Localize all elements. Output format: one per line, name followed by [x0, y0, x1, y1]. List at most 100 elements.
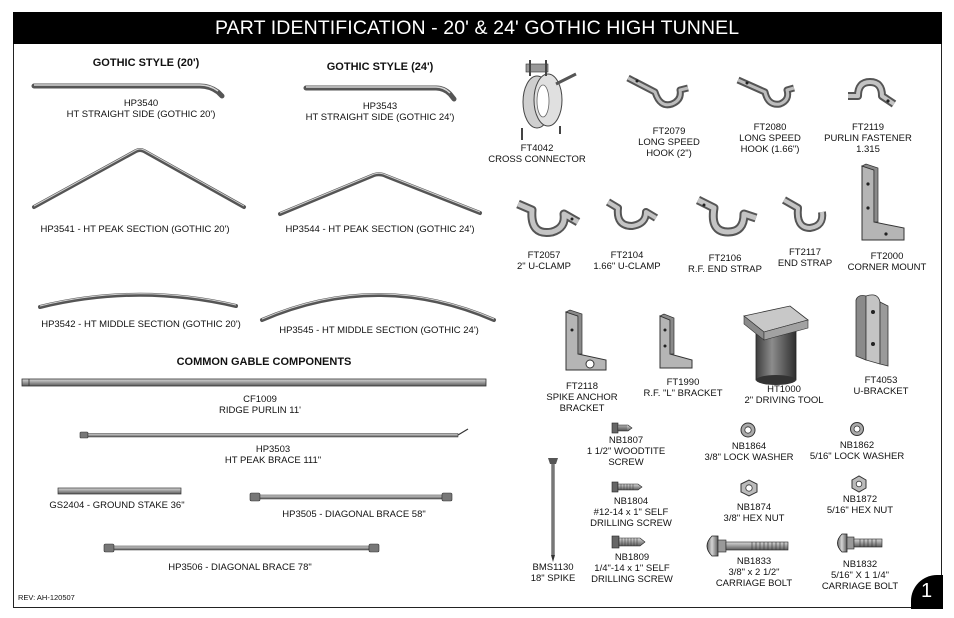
ft4053-u-bracket-drawing — [855, 294, 889, 367]
part-description-line2: DRILLING SCREW — [591, 574, 673, 585]
part-code: HP3540 — [123, 98, 159, 109]
part-code: FT2117 — [788, 247, 822, 258]
ft4042-cross-connector-drawing — [521, 60, 577, 140]
part-label-ft2104: FT2104 1.66" U-CLAMP — [593, 250, 660, 272]
bms1130-spike-drawing — [548, 458, 558, 562]
part-description: R.F. END STRAP — [688, 264, 762, 275]
part-code: NB1874 — [736, 502, 772, 513]
section-heading-gable-components: COMMON GABLE COMPONENTS — [176, 356, 352, 368]
part-code: HT1000 — [767, 384, 801, 395]
part-description-line1: LONG SPEED — [739, 133, 801, 144]
ft2080-long-speed-hook-drawing — [736, 76, 795, 108]
part-description-line1: SPIKE ANCHOR — [546, 392, 618, 403]
part-description-line2: CARRIAGE BOLT — [715, 578, 793, 589]
hp3544-peak-section-24-pipe — [278, 172, 482, 216]
part-label-ft2117: FT2117 END STRAP — [778, 247, 832, 269]
part-label-ft2057: FT2057 2" U-CLAMP — [517, 250, 571, 272]
part-description-line2: SCREW — [608, 457, 644, 468]
part-code: FT2106 — [708, 253, 742, 264]
part-description-line1: #12-14 x 1" SELF — [593, 507, 669, 518]
part-description-line2: HOOK (1.66") — [740, 144, 800, 155]
part-code: FT4042 — [520, 143, 554, 154]
ht1000-driving-tool-drawing — [743, 305, 809, 385]
revision-code: REV: AH-120507 — [18, 593, 75, 602]
part-label-ht1000: HT1000 2" DRIVING TOOL — [744, 384, 823, 406]
part-label-nb1809: NB1809 1/4"-14 x 1" SELF DRILLING SCREW — [591, 552, 673, 585]
nb1832-carriage-bolt-drawing — [837, 533, 883, 553]
hp3506-diagonal-brace-pipe — [103, 543, 380, 553]
part-code: NB1807 — [608, 435, 644, 446]
ft2106-end-strap-drawing — [695, 195, 758, 237]
part-description: 3/8" HEX NUT — [723, 513, 785, 524]
part-label-nb1832: NB1832 5/16" X 1 1/4" CARRIAGE BOLT — [822, 559, 898, 592]
title-bar — [13, 12, 942, 44]
hp3505-diagonal-brace-pipe — [249, 492, 453, 502]
part-label-ft2118: FT2118 SPIKE ANCHOR BRACKET — [546, 381, 617, 414]
part-label-hp3506: HP3506 - DIAGONAL BRACE 78" — [168, 562, 312, 573]
part-code: NB1809 — [614, 552, 650, 563]
page-title: PART IDENTIFICATION - 20' & 24' GOTHIC H… — [215, 17, 740, 39]
nb1807-woodtite-screw-drawing — [611, 422, 633, 434]
part-description-line2: HOOK (2") — [646, 148, 692, 159]
section-heading-gothic-24: GOTHIC STYLE (24') — [326, 61, 434, 73]
part-label-nb1872: NB1872 5/16" HEX NUT — [827, 494, 893, 516]
part-label-ft4042: FT4042 CROSS CONNECTOR — [488, 143, 585, 165]
part-code: FT2057 — [527, 250, 561, 261]
part-label-nb1864: NB1864 3/8" LOCK WASHER — [704, 441, 793, 463]
part-code: NB1862 — [839, 440, 875, 451]
part-label-cf1009: CF1009 RIDGE PURLIN 11' — [219, 394, 301, 416]
part-description-line1: 1/4"-14 x 1" SELF — [594, 563, 670, 574]
part-label-hp3505: HP3505 - DIAGONAL BRACE 58" — [282, 509, 426, 520]
part-code: FT1990 — [666, 377, 700, 388]
hp3540-straight-side-20-pipe — [31, 83, 225, 99]
part-label-hp3544: HP3544 - HT PEAK SECTION (GOTHIC 24') — [285, 224, 475, 235]
part-label-ft2119: FT2119 PURLIN FASTENER 1.315 — [824, 122, 912, 155]
part-description: 1.66" U-CLAMP — [593, 261, 661, 272]
part-description: END STRAP — [777, 258, 833, 269]
ft2057-u-clamp-drawing — [516, 199, 581, 238]
part-code: NB1832 — [842, 559, 878, 570]
nb1833-carriage-bolt-drawing — [706, 535, 789, 557]
part-label-ft2000: FT2000 CORNER MOUNT — [848, 251, 927, 273]
page-number: 1 — [921, 580, 933, 602]
part-label-nb1874: NB1874 3/8" HEX NUT — [724, 502, 785, 524]
part-description: RIDGE PURLIN 11' — [219, 405, 301, 416]
part-description: HT STRAIGHT SIDE (GOTHIC 20') — [66, 109, 216, 120]
part-description-line1: 3/8" x 2 1/2" — [728, 567, 780, 578]
part-code: HP3543 — [362, 101, 398, 112]
cf1009-ridge-purlin-pipe — [21, 378, 487, 387]
part-label-hp3503: HP3503 HT PEAK BRACE 111" — [225, 444, 321, 466]
part-description: 2" U-CLAMP — [516, 261, 572, 272]
part-label-ft2079: FT2079 LONG SPEED HOOK (2") — [638, 126, 700, 159]
part-code: NB1804 — [613, 496, 649, 507]
ft2079-long-speed-hook-drawing — [626, 74, 689, 109]
part-description: R.F. "L" BRACKET — [643, 388, 723, 399]
ft2104-u-clamp-drawing — [605, 198, 659, 230]
part-code: FT4053 — [864, 375, 898, 386]
nb1864-lock-washer-drawing — [740, 422, 756, 438]
part-description-line1: 1 1/2" WOODTITE — [586, 446, 666, 457]
part-label-nb1807: NB1807 1 1/2" WOODTITE SCREW — [587, 435, 665, 468]
part-description: CORNER MOUNT — [847, 262, 927, 273]
nb1862-lock-washer-drawing — [850, 422, 864, 436]
ft2119-purlin-fastener-drawing — [848, 78, 897, 108]
nb1872-hex-nut-drawing — [851, 475, 867, 493]
part-description: CROSS CONNECTOR — [488, 154, 586, 165]
nb1804-drilling-screw-drawing — [611, 481, 643, 493]
part-code: FT2104 — [610, 250, 644, 261]
nb1874-hex-nut-drawing — [740, 479, 758, 497]
part-description-line1: PURLIN FASTENER — [824, 133, 912, 144]
part-code: BMS1130 — [532, 562, 574, 573]
hp3545-middle-section-24-pipe — [260, 293, 496, 322]
part-code: FT2119 — [851, 122, 885, 133]
part-label-nb1862: NB1862 5/16" LOCK WASHER — [810, 440, 904, 462]
part-code: FT2080 — [753, 122, 787, 133]
part-label-hp3543: HP3543 HT STRAIGHT SIDE (GOTHIC 24') — [306, 101, 455, 123]
nb1809-drilling-screw-drawing — [611, 535, 646, 549]
part-code: NB1864 — [731, 441, 767, 452]
part-label-nb1833: NB1833 3/8" x 2 1/2" CARRIAGE BOLT — [716, 556, 792, 589]
hp3543-straight-side-24-pipe — [303, 85, 457, 102]
part-description-line1: 5/16" X 1 1/4" — [831, 570, 889, 581]
ft2118-spike-anchor-bracket-drawing — [565, 309, 607, 371]
